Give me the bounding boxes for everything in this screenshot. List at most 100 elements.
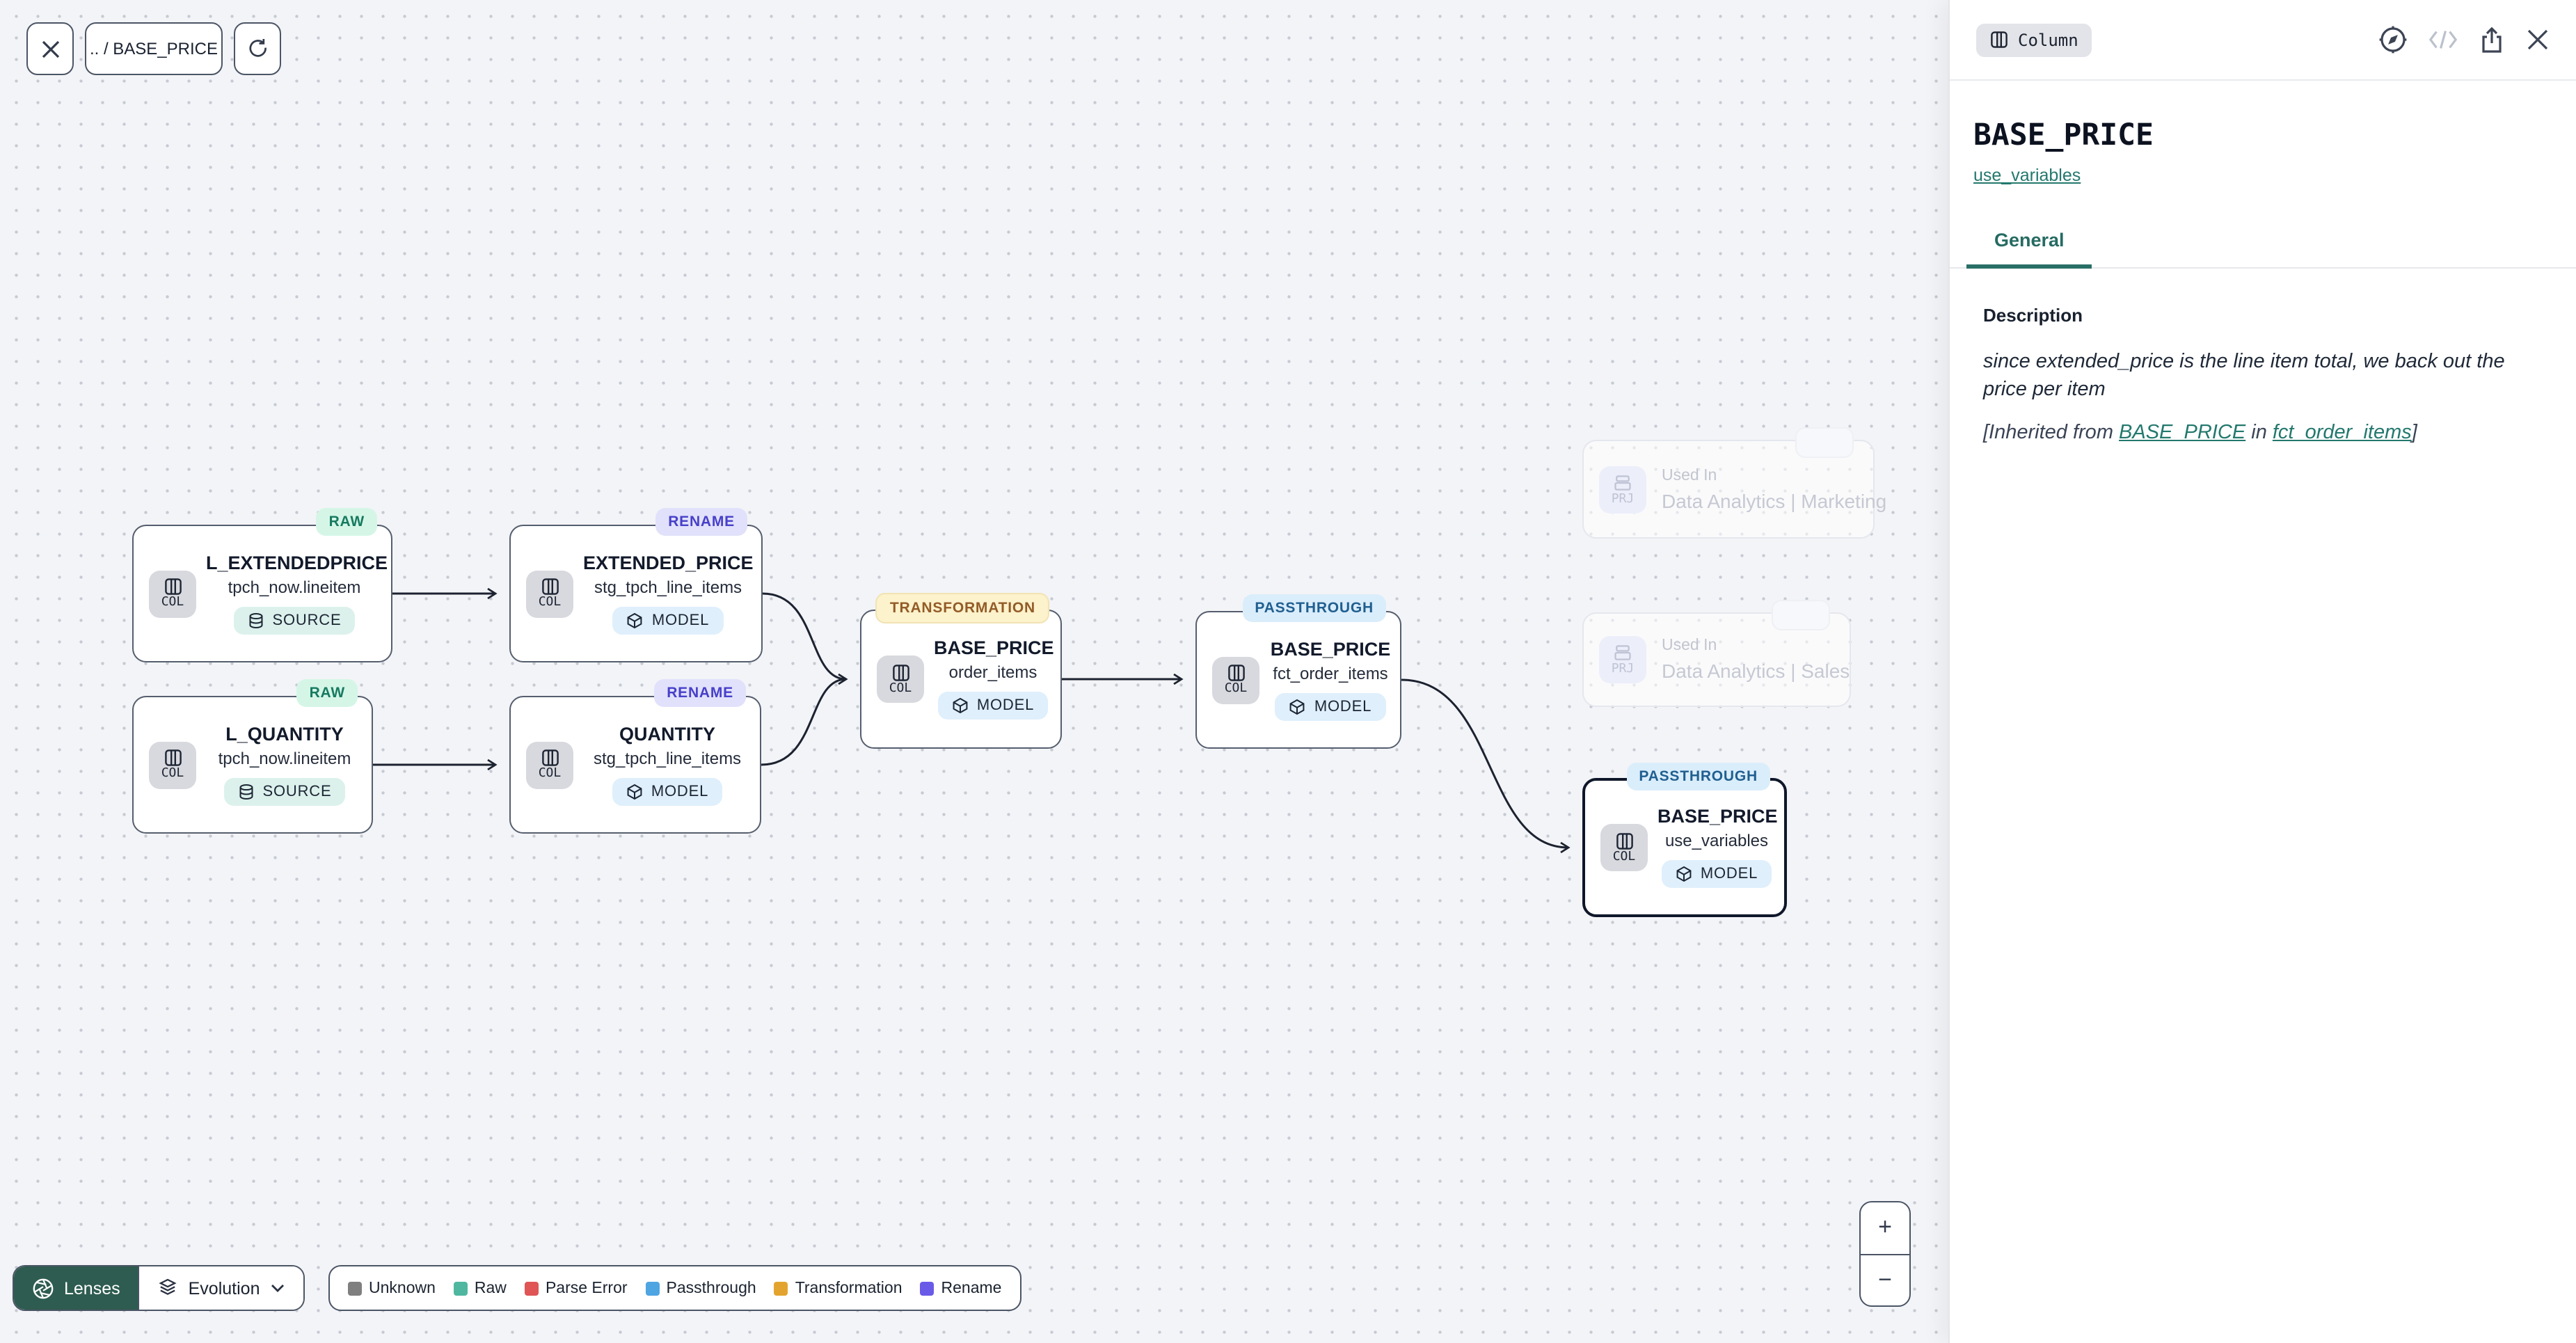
node-extended-price[interactable]: RENAME COL EXTENDED_PRICE stg_tpch_line_… — [509, 508, 763, 662]
database-icon — [249, 612, 263, 628]
lens-mode-dropdown[interactable]: Evolution — [138, 1266, 303, 1310]
column-chip: COL — [1600, 824, 1648, 871]
description-text: since extended_price is the line item to… — [1983, 351, 2505, 402]
kind-badge-model: MODEL — [612, 606, 724, 634]
column-chip: COL — [877, 655, 924, 703]
zoom-in-button[interactable]: + — [1861, 1202, 1909, 1255]
columns-icon — [164, 578, 181, 595]
tab-general[interactable]: General — [1966, 217, 2092, 269]
model-cube-icon — [1290, 698, 1305, 715]
used-in-name: Data Analytics | Marketing — [1662, 489, 1887, 511]
kind-badge-source: SOURCE — [223, 777, 346, 805]
ghost-badge — [1772, 600, 1830, 630]
lens-mode-label: Evolution — [188, 1278, 260, 1298]
node-title: EXTENDED_PRICE — [583, 552, 754, 573]
column-chip: COL — [1212, 656, 1259, 704]
used-in-node-sales[interactable]: PRJ Used In Data Analytics | Sales — [1582, 600, 1851, 707]
description-label: Description — [1983, 305, 2083, 326]
columns-icon — [541, 578, 558, 595]
node-subtitle: stg_tpch_line_items — [593, 748, 742, 768]
legend-swatch — [524, 1281, 539, 1295]
close-graph-button[interactable] — [26, 22, 74, 75]
inherited-model-link[interactable]: fct_order_items — [2272, 421, 2412, 444]
lenses-control: Lenses Evolution — [13, 1265, 305, 1311]
navigate-button[interactable] — [2378, 25, 2408, 54]
zoom-out-button[interactable]: − — [1878, 1266, 1892, 1293]
columns-icon — [1616, 832, 1632, 849]
aperture-icon — [33, 1278, 54, 1298]
chevron-down-icon — [271, 1285, 284, 1292]
inherited-note: [Inherited from BASE_PRICE in fct_order_… — [1983, 421, 2417, 444]
legend-item-parse-error: Parse Error — [524, 1280, 628, 1296]
node-subtitle: use_variables — [1664, 831, 1769, 850]
evolution-badge: PASSTHROUGH — [1626, 763, 1770, 790]
view-code-button[interactable] — [2428, 29, 2458, 50]
panel-title: BASE_PRICE — [1973, 118, 2154, 153]
column-chip: COL — [526, 741, 573, 788]
legend-swatch — [774, 1281, 788, 1295]
evolution-badge: RAW — [296, 679, 358, 707]
details-panel: Column — [1948, 0, 2576, 1343]
column-chip: COL — [149, 741, 196, 788]
column-chip: COL — [526, 570, 573, 617]
used-in-label: Used In — [1662, 467, 1717, 484]
columns-icon — [541, 749, 558, 766]
refresh-button[interactable] — [234, 22, 281, 75]
legend-item-transformation: Transformation — [774, 1280, 903, 1296]
kind-badge-model: MODEL — [1661, 860, 1772, 888]
project-chip: PRJ — [1599, 636, 1646, 683]
lenses-button[interactable]: Lenses — [14, 1266, 138, 1310]
node-title: L_QUANTITY — [225, 723, 344, 744]
node-base-price-use-variables[interactable]: PASSTHROUGH COL BASE_PRICE use_variables… — [1582, 763, 1787, 917]
used-in-node-marketing[interactable]: PRJ Used In Data Analytics | Marketing — [1582, 427, 1886, 539]
node-base-price-fct-order-items[interactable]: PASSTHROUGH COL BASE_PRICE fct_order_ite… — [1195, 594, 1401, 749]
used-in-label: Used In — [1662, 637, 1717, 654]
panel-tabs: General — [1950, 217, 2576, 269]
inherited-column-link[interactable]: BASE_PRICE — [2119, 421, 2246, 444]
columns-icon — [892, 664, 909, 681]
model-cube-icon — [953, 697, 968, 714]
lenses-label: Lenses — [64, 1278, 120, 1298]
columns-icon — [1991, 31, 2007, 48]
kind-badge-model: MODEL — [1275, 692, 1386, 720]
node-subtitle: tpch_now.lineitem — [218, 748, 351, 768]
legend-swatch — [348, 1281, 362, 1295]
layers-icon — [159, 1278, 177, 1295]
zoom-control: + − — [1859, 1201, 1911, 1307]
model-cube-icon — [1676, 866, 1692, 882]
code-icon — [2428, 31, 2458, 49]
evolution-badge: PASSTHROUGH — [1242, 594, 1386, 622]
node-base-price-order-items[interactable]: TRANSFORMATION COL BASE_PRICE order_item… — [860, 593, 1062, 749]
model-link[interactable]: use_variables — [1973, 166, 2081, 185]
node-title: BASE_PRICE — [934, 637, 1054, 658]
refresh-icon — [248, 38, 266, 56]
entity-type-badge: Column — [1976, 23, 2092, 56]
project-icon — [1614, 645, 1631, 660]
breadcrumb-label: .. / BASE_PRICE — [89, 39, 218, 58]
kind-badge-model: MODEL — [612, 777, 723, 805]
legend-item-unknown: Unknown — [348, 1280, 436, 1296]
evolution-legend: Unknown Raw Parse Error Passthrough Tran… — [328, 1265, 1021, 1311]
node-quantity[interactable]: RENAME COL QUANTITY stg_tpch_line_items … — [509, 679, 761, 834]
evolution-badge: RAW — [316, 508, 377, 536]
project-icon — [1614, 475, 1631, 490]
node-l-extendedprice[interactable]: RAW COL L_EXTENDEDPRICE tpch_now.lineite… — [132, 508, 392, 662]
node-title: L_EXTENDEDPRICE — [206, 552, 388, 573]
node-subtitle: tpch_now.lineitem — [228, 577, 361, 596]
close-panel-button[interactable] — [2526, 28, 2550, 51]
legend-swatch — [645, 1281, 660, 1295]
legend-item-raw: Raw — [453, 1280, 507, 1296]
columns-icon — [1227, 665, 1244, 681]
compass-icon — [2379, 26, 2407, 54]
ghost-badge — [1795, 427, 1854, 458]
used-in-name: Data Analytics | Sales — [1662, 660, 1850, 682]
evolution-badge: TRANSFORMATION — [875, 593, 1049, 623]
node-title: BASE_PRICE — [1657, 806, 1778, 827]
close-icon — [2527, 29, 2548, 50]
columns-icon — [164, 749, 181, 766]
share-button[interactable] — [2479, 26, 2505, 54]
node-l-quantity[interactable]: RAW COL L_QUANTITY tpch_now.lineitem SOU… — [132, 679, 373, 834]
node-title: QUANTITY — [619, 723, 715, 744]
breadcrumb[interactable]: .. / BASE_PRICE — [85, 22, 223, 75]
